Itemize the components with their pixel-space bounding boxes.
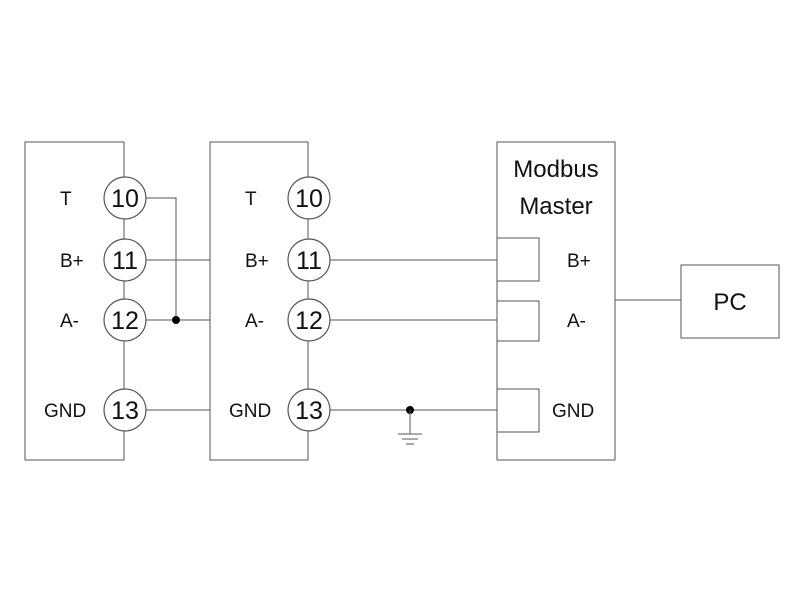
master-port-label: B+ <box>567 251 591 272</box>
terminal-label: GND <box>44 401 86 422</box>
device-1-terminals: T 10 B+ 11 A- 12 GND 13 <box>44 176 147 432</box>
device-2-terminals: T 10 B+ 11 A- 12 GND 13 <box>229 176 331 432</box>
terminal-number: 10 <box>111 185 139 213</box>
master-title-line-1: Modbus <box>513 156 598 183</box>
terminal-circle <box>103 176 147 220</box>
terminal-number: 13 <box>295 397 323 425</box>
ground-symbol-icon <box>398 410 422 445</box>
master-port-label: A- <box>567 311 586 332</box>
terminal-circle <box>103 388 147 432</box>
junction-dot-icon <box>172 316 180 324</box>
terminal-circle <box>287 238 331 282</box>
master-port-label: GND <box>552 401 594 422</box>
wires <box>146 197 681 411</box>
terminal-number: 11 <box>296 247 322 275</box>
terminal-number: 10 <box>295 185 323 213</box>
master-port-b-plus <box>496 237 540 282</box>
terminal-label: A- <box>245 311 264 332</box>
terminal-circle <box>287 388 331 432</box>
terminal-circle <box>287 176 331 220</box>
pc-box <box>680 264 780 339</box>
terminal-circle <box>103 238 147 282</box>
wire-t-jumper <box>146 197 177 320</box>
terminal-number: 12 <box>295 307 323 335</box>
terminal-label: T <box>60 189 72 210</box>
terminal-label: B+ <box>60 251 84 272</box>
terminal-label: A- <box>60 311 79 332</box>
master-port-gnd <box>496 388 540 433</box>
terminal-label: T <box>245 189 257 210</box>
terminal-label: GND <box>229 401 271 422</box>
terminal-circle <box>287 298 331 342</box>
master-port-a-minus <box>496 300 540 342</box>
terminal-label: B+ <box>245 251 269 272</box>
terminal-number: 12 <box>111 307 139 335</box>
terminal-circle <box>103 298 147 342</box>
master-title-line-2: Master <box>519 193 592 220</box>
pc-label: PC <box>713 289 746 316</box>
terminal-number: 11 <box>112 247 138 275</box>
terminal-number: 13 <box>111 397 139 425</box>
